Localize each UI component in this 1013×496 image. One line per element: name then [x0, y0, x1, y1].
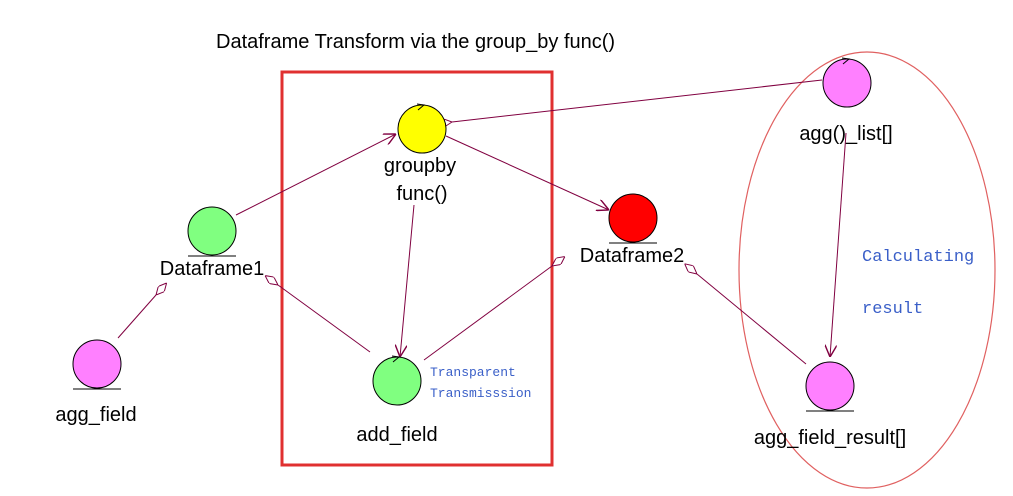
agg-field-label: agg_field [55, 404, 136, 426]
node-agg-list: agg()_list[] [799, 57, 893, 145]
agg-list-control-icon [822, 58, 872, 108]
calculating-ellipse [738, 51, 996, 489]
dataframe2-entity-icon [608, 193, 658, 243]
transparent-note-line2: Transmisssion [430, 386, 531, 401]
groupby-control-arrowhead [416, 103, 426, 111]
agg-field-entity-icon [72, 339, 122, 389]
dataframe2-label: Dataframe2 [580, 245, 685, 267]
edge-add-field-to-dataframe1 [278, 285, 371, 353]
groupby-label-line1: groupby [384, 155, 456, 177]
edge-agg-list-to-groupby [452, 79, 823, 122]
dataframe1-label: Dataframe1 [160, 258, 265, 280]
node-agg-field: agg_field [55, 339, 137, 426]
connectors [117, 79, 847, 365]
calculating-note-line2: result [862, 300, 923, 319]
add-field-control-icon [372, 356, 422, 406]
node-add-field: add_field [356, 355, 438, 446]
transparent-note-line1: Transparent [430, 365, 516, 380]
edge-groupby-to-dataframe2 [445, 135, 609, 210]
edge-agg-list-to-result [830, 132, 847, 357]
groupby-highlight-box [280, 70, 554, 467]
diagram-title: Dataframe Transform via the group_by fun… [216, 31, 615, 53]
agg-field-result-entity-icon [805, 361, 855, 411]
edge-dataframe1-to-groupby [235, 134, 396, 216]
node-dataframe1: Dataframe1 [160, 206, 265, 280]
node-groupby: groupby func() [384, 103, 456, 205]
groupby-control-icon [397, 104, 447, 154]
edge-result-to-dataframe2 [697, 274, 807, 365]
edge-agg-field-to-dataframe1 [117, 295, 156, 339]
agg-list-control-arrowhead [841, 57, 851, 65]
add-field-label: add_field [356, 424, 437, 446]
groupby-label-line2: func() [396, 183, 447, 205]
node-agg-field-result: agg_field_result[] [754, 361, 906, 449]
edge-groupby-to-add-field [400, 204, 415, 357]
dataframe1-entity-icon [187, 206, 237, 256]
agg-list-label: agg()_list[] [799, 123, 892, 145]
agg-field-result-label: agg_field_result[] [754, 427, 906, 449]
add-field-control-arrowhead [391, 355, 401, 363]
calculating-note-line1: Calculating [862, 248, 974, 267]
node-dataframe2: Dataframe2 [580, 193, 685, 267]
edge-add-field-to-dataframe2 [423, 266, 552, 361]
